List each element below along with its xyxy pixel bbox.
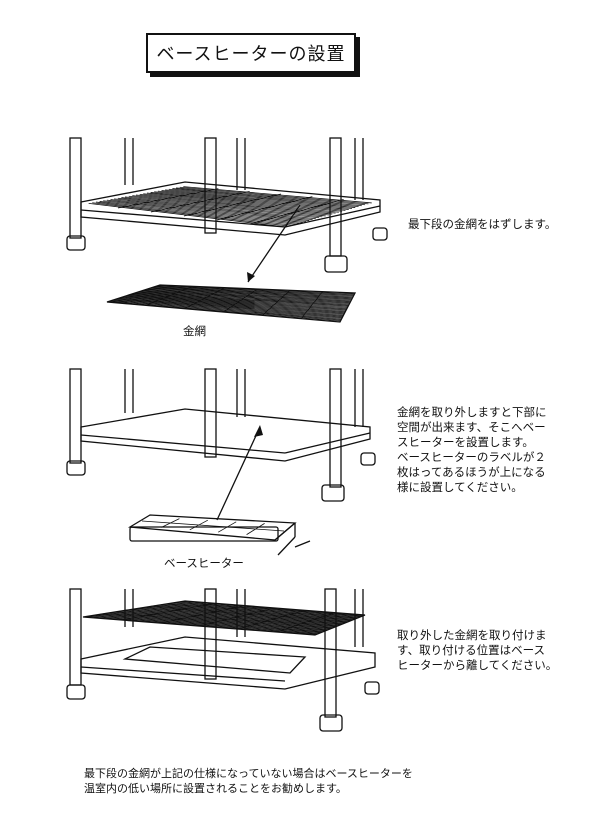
step3-note: 取り外した金網を取り付けま す、取り付ける位置はベース ヒーターから離してくださ…	[397, 628, 558, 672]
mesh-label: 金網	[183, 324, 206, 338]
heater-label: ベースヒーター	[164, 556, 244, 570]
step2-note: 金網を取り外しますと下部に 空間が出来ます、そこへベー スヒーターを設置します。…	[397, 405, 547, 494]
figure-remove-mesh	[66, 137, 388, 323]
figure-reinstall-mesh	[66, 588, 380, 732]
page-title: ベースヒーターの設置	[146, 33, 356, 73]
footer-note: 最下段の金網が上記の仕様になっていない場合はベースヒーターを 温室内の低い場所に…	[84, 767, 413, 795]
figure-place-heater	[66, 368, 376, 556]
step1-note: 最下段の金網をはずします。	[408, 217, 557, 231]
